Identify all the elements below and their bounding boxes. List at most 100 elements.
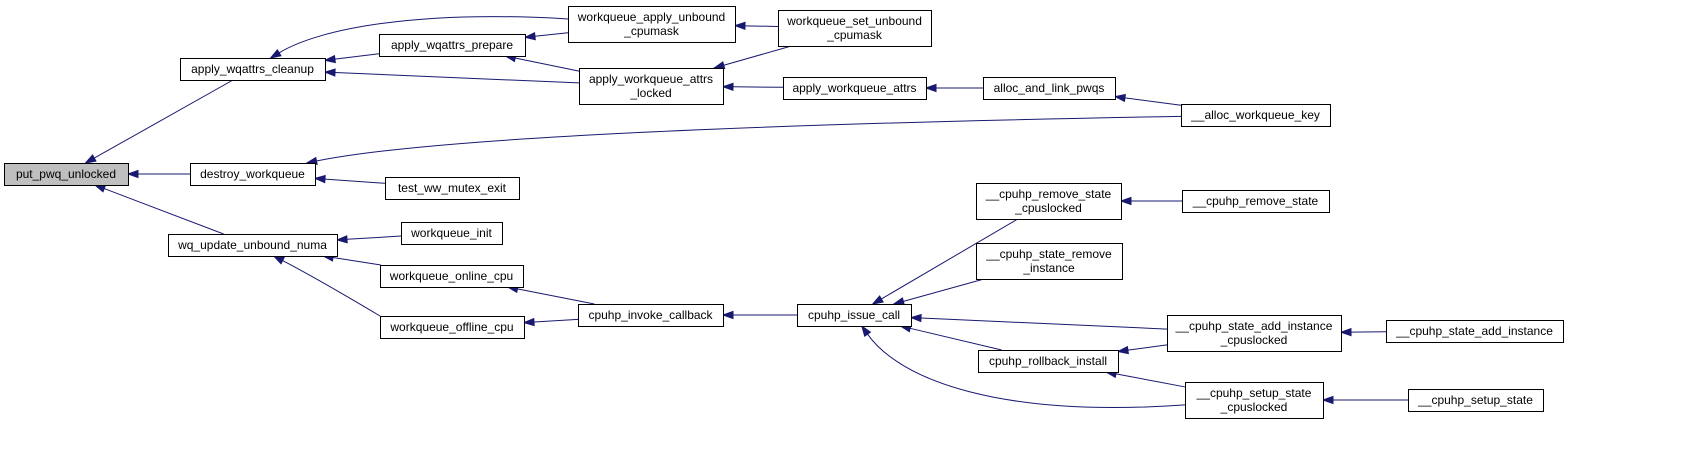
edge-cpuhp-issue-call-to-cpuhp-invoke-callback [721,310,797,320]
call-nodes: put_pwq_unlockedapply_wqattrs_cleanupdes… [4,6,1564,419]
node-box [1185,382,1324,419]
edge-arrowhead [1321,395,1334,405]
edge-workqueue-set-unbound-cpumask-to-workqueue-apply-unbound-cpumask [733,21,779,31]
call-edges [84,16,1408,408]
edge-workqueue-apply-unbound-cpumask-to-apply-wqattrs-prepare [523,32,569,41]
node-label: _cpuslocked [1220,333,1288,347]
edge-arrowhead [1116,345,1129,355]
node-apply-wqattrs-cleanup[interactable]: apply_wqattrs_cleanup [180,58,326,81]
node-box [1167,315,1342,352]
node-label: workqueue_online_cpu [389,269,513,283]
edge-arrowhead [313,174,326,184]
node-box [380,265,524,288]
node-cpuhp-invoke-callback[interactable]: cpuhp_invoke_callback [578,304,724,327]
node-label: apply_workqueue_attrs [792,81,916,95]
edge-apply-workqueue-attrs-to-apply-workqueue-attrs-locked [721,82,784,92]
edge-line [910,327,1002,351]
node-label: _instance [1022,261,1075,275]
node-cpuhp-setup-state-cpuslocked[interactable]: __cpuhp_setup_state_cpuslocked [1185,382,1324,419]
edge-line [94,79,234,159]
edge-line [534,32,569,37]
edge-apply-wqattrs-prepare-to-apply-wqattrs-cleanup [323,53,380,64]
node-label: __cpuhp_setup_state [1196,386,1312,400]
node-label: workqueue_init [410,226,492,240]
edge-cpuhp-remove-state-to-cpuhp-remove-state-cpuslocked [1119,196,1182,206]
node-destroy-workqueue[interactable]: destroy_workqueue [190,163,316,186]
node-apply-workqueue-attrs[interactable]: apply_workqueue_attrs [783,77,927,100]
edge-cpuhp-rollback-install-to-cpuhp-issue-call [898,324,1002,351]
node-box [385,177,520,200]
edge-arrowhead [522,317,535,327]
node-workqueue-init[interactable]: workqueue_init [401,222,503,245]
node-cpuhp-issue-call[interactable]: cpuhp_issue_call [797,304,912,327]
edge-arrowhead [523,32,536,41]
node-workqueue-set-unbound-cpumask[interactable]: workqueue_set_unbound_cpumask [778,10,932,47]
node-box [983,77,1116,100]
edge-cpuhp-setup-state-to-cpuhp-setup-state-cpuslocked [1321,395,1408,405]
node-box [379,34,526,57]
edge-workqueue-apply-unbound-cpumask-to-apply-wqattrs-cleanup [269,16,569,59]
edge-arrowhead [84,154,97,164]
node-workqueue-apply-unbound-cpumask[interactable]: workqueue_apply_unbound_cpumask [568,6,736,43]
node-workqueue-offline-cpu[interactable]: workqueue_offline_cpu [380,316,525,339]
edge-arrowhead [712,61,726,70]
edge-cpuhp-state-remove-instance-to-cpuhp-issue-call [892,278,985,306]
edge-line [517,288,595,305]
edge-line [324,178,386,184]
node-label: __cpuhp_state_add_instance [1175,319,1333,333]
edge-line [515,57,580,72]
node-apply-workqueue-attrs-locked[interactable]: apply_workqueue_attrs_locked [579,68,724,105]
edge-apply-wqattrs-cleanup-to-put-pwq-unlocked [84,79,234,164]
edge-line [1124,97,1182,106]
edge-arrowhead [269,48,282,59]
node-label: apply_wqattrs_prepare [391,38,513,52]
node-label: __cpuhp_remove_state [985,187,1112,201]
node-label: destroy_workqueue [200,167,305,181]
edge-cpuhp-remove-state-cpuslocked-to-cpuhp-issue-call [871,218,1019,305]
node-cpuhp-rollback-install[interactable]: cpuhp_rollback_install [978,350,1119,373]
edge-apply-workqueue-attrs-locked-to-apply-wqattrs-cleanup [323,68,580,84]
node-box [168,234,338,257]
node-box [1182,190,1330,213]
node-test-ww-mutex-exit[interactable]: test_ww_mutex_exit [385,177,520,200]
edge-arrowhead [1119,196,1132,206]
edge-workqueue-set-unbound-cpumask-to-apply-workqueue-attrs-locked [712,45,792,70]
edge-line [920,317,1168,330]
node-cpuhp-state-add-instance-cpuslocked[interactable]: __cpuhp_state_add_instance_cpuslocked [1167,315,1342,352]
node-box [978,350,1119,373]
node-cpuhp-state-add-instance[interactable]: __cpuhp_state_add_instance [1386,320,1564,343]
edge-workqueue-init-to-wq-update-unbound-numa [335,235,402,244]
node-label: cpuhp_issue_call [808,308,900,322]
edge-workqueue-offline-cpu-to-wq-update-unbound-numa [272,255,381,317]
edge-arrowhead [721,310,734,320]
node-wq-update-unbound-numa[interactable]: wq_update_unbound_numa [168,234,338,257]
node-label: __cpuhp_remove_state [1192,194,1319,208]
node-box [180,58,326,81]
node-label: workqueue_apply_unbound [577,10,725,24]
node-label: cpuhp_invoke_callback [588,308,713,322]
node-box [1408,389,1544,412]
edge-line [723,45,792,66]
node-cpuhp-setup-state[interactable]: __cpuhp_setup_state [1408,389,1544,412]
node-workqueue-online-cpu[interactable]: workqueue_online_cpu [380,265,524,288]
edge-cpuhp-invoke-callback-to-workqueue-offline-cpu [522,317,579,327]
edge-line [282,260,381,317]
node-label: _cpumask [826,28,883,42]
node-box [578,304,724,327]
node-apply-wqattrs-prepare[interactable]: apply_wqattrs_prepare [379,34,526,57]
node-label: _cpumask [623,24,680,38]
edge-line [346,235,402,240]
edge-line [334,72,580,84]
node-alloc-and-link-pwqs[interactable]: alloc_and_link_pwqs [983,77,1116,100]
node-cpuhp-remove-state-cpuslocked[interactable]: __cpuhp_remove_state_cpuslocked [976,183,1122,220]
edge-cpuhp-invoke-callback-to-workqueue-online-cpu [506,284,595,305]
node-label: apply_workqueue_attrs [589,72,713,86]
node-box [778,10,932,47]
edge-line [903,278,985,302]
edge-test-ww-mutex-exit-to-destroy-workqueue [313,174,386,184]
edge-arrowhead [323,68,336,77]
node-cpuhp-remove-state[interactable]: __cpuhp_remove_state [1182,190,1330,213]
node-alloc-workqueue-key[interactable]: __alloc_workqueue_key [1181,104,1331,127]
node-cpuhp-state-remove-instance[interactable]: __cpuhp_state_remove_instance [976,243,1123,280]
